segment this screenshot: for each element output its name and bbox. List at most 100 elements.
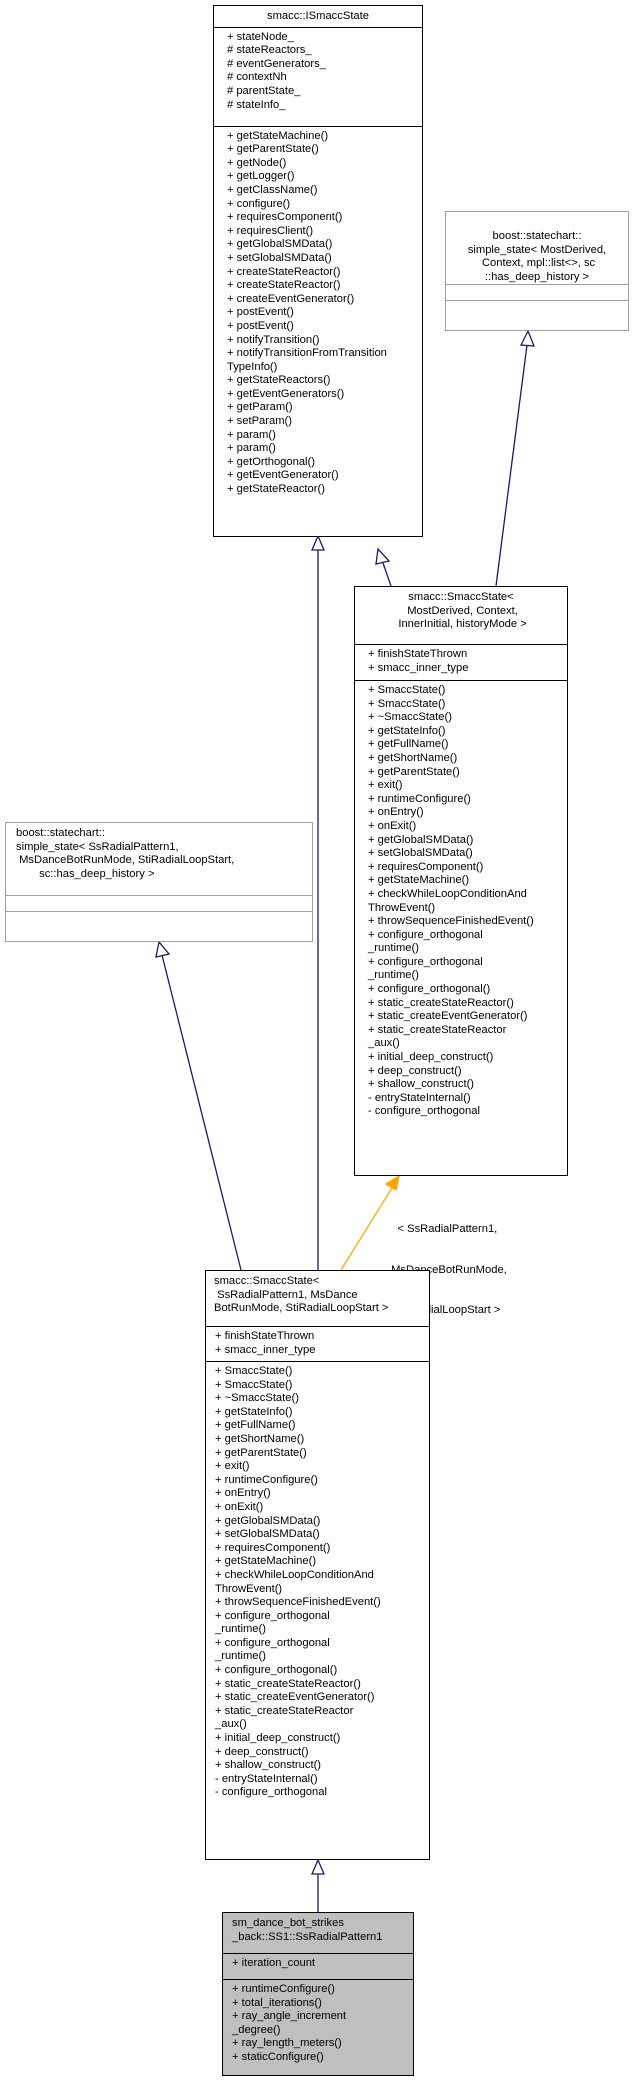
method: + onExit() xyxy=(368,819,417,832)
method: + getEventGenerator() xyxy=(227,469,339,482)
method: + requiresComponent() xyxy=(215,1541,331,1554)
template-arrowhead xyxy=(384,1174,400,1192)
method: + getStateMachine() xyxy=(368,874,470,887)
title-line: smacc::ISmaccState xyxy=(267,10,369,22)
class-simple-state-specific[interactable]: boost::statechart:: simple_state< SsRadi… xyxy=(5,822,313,942)
method: + getGlobalSMData() xyxy=(215,1514,321,1527)
attribute: + finishStateThrown xyxy=(215,1330,315,1342)
title-line: MsDanceBotRunMode, StiRadialLoopStart, xyxy=(16,854,235,867)
method: + SmaccState() xyxy=(215,1365,293,1377)
method: + static_createStateReactor() xyxy=(215,1677,361,1690)
method: + ~SmaccState() xyxy=(215,1392,299,1405)
method: - entryStateInternal() xyxy=(368,1091,471,1104)
method: + checkWhileLoopConditionAnd xyxy=(215,1568,374,1581)
method: TypeInfo() xyxy=(227,360,278,373)
method: _runtime() xyxy=(215,1623,266,1636)
class-ssradialpattern1[interactable]: sm_dance_bot_strikes _back::SS1::SsRadia… xyxy=(222,1912,414,2076)
method: + initial_deep_construct() xyxy=(215,1732,341,1745)
methods-section xyxy=(446,300,628,330)
method: + requiresComponent() xyxy=(227,211,343,224)
methods-section: + SmaccState() + SmaccState() + ~SmaccSt… xyxy=(206,1361,429,1803)
method: + configure() xyxy=(227,197,291,210)
attributes-section: + finishStateThrown + smacc_inner_type xyxy=(355,644,567,680)
method: + ray_length_meters() xyxy=(232,2037,342,2050)
label-line: < SsRadialPattern1, xyxy=(397,1223,498,1235)
method: + checkWhileLoopConditionAnd xyxy=(368,887,527,900)
attributes-section xyxy=(446,284,628,300)
method: + deep_construct() xyxy=(368,1064,462,1077)
attribute: + finishStateThrown xyxy=(368,648,468,660)
attribute: + iteration_count xyxy=(232,1957,316,1969)
method: + getEventGenerators() xyxy=(227,387,345,400)
method: + shallow_construct() xyxy=(368,1078,475,1091)
method: + ray_angle_increment xyxy=(232,2010,347,2023)
method: + configure_orthogonal() xyxy=(215,1664,338,1677)
inherit-arrowhead xyxy=(311,534,325,551)
class-simple-state-generic[interactable]: boost::statechart:: simple_state< MostDe… xyxy=(445,211,629,331)
title-line: BotRunMode, StiRadialLoopStart > xyxy=(214,1302,389,1315)
attributes-section: + stateNode_ # stateReactors_ # eventGen… xyxy=(214,26,422,126)
attribute: + smacc_inner_type xyxy=(368,661,469,674)
method: + getParentState() xyxy=(227,143,319,156)
title-line: InnerInitial, historyMode > xyxy=(395,618,527,631)
method: _aux() xyxy=(215,1718,247,1731)
method: + staticConfigure() xyxy=(232,2050,324,2063)
method: + throwSequenceFinishedEvent() xyxy=(215,1596,381,1609)
method: + setGlobalSMData() xyxy=(215,1528,320,1541)
method: + shallow_construct() xyxy=(215,1759,322,1772)
inherit-arrowhead xyxy=(155,940,171,958)
method: + getGlobalSMData() xyxy=(227,238,333,251)
method: + getParentState() xyxy=(368,765,460,778)
method: + getStateMachine() xyxy=(215,1555,317,1568)
class-smaccstate-template[interactable]: smacc::SmaccState< MostDerived, Context,… xyxy=(354,586,568,1176)
method: + getFullName() xyxy=(215,1419,296,1432)
method: + getShortName() xyxy=(215,1432,305,1445)
title-line: sm_dance_bot_strikes xyxy=(232,1917,344,1929)
inherit-edge-template-to-simplestate xyxy=(495,344,528,587)
method: + static_createEventGenerator() xyxy=(215,1691,375,1704)
method: + getStateReactors() xyxy=(227,374,331,387)
title-line: SsRadialPattern1, MsDance xyxy=(214,1288,358,1301)
method: + runtimeConfigure() xyxy=(368,792,471,805)
method: + setGlobalSMData() xyxy=(368,847,473,860)
title-line: MostDerived, Context, xyxy=(404,604,518,617)
method: + getClassName() xyxy=(227,183,318,196)
method: + createEventGenerator() xyxy=(227,292,355,305)
method: _aux() xyxy=(368,1037,400,1050)
method: + postEvent() xyxy=(227,306,294,319)
method: - configure_orthogonal xyxy=(215,1786,327,1799)
method: + total_iterations() xyxy=(232,1996,322,2009)
attribute: + stateNode_ xyxy=(227,30,294,43)
method: - entryStateInternal() xyxy=(215,1772,318,1785)
title-line: _back::SS1::SsRadialPattern1 xyxy=(232,1930,383,1943)
title-line: smacc::SmaccState< xyxy=(408,591,514,603)
title-line: simple_state< SsRadialPattern1, xyxy=(16,840,179,853)
class-title: smacc::ISmaccState xyxy=(214,6,422,27)
inherit-arrowhead xyxy=(311,1858,325,1875)
class-title: smacc::SmaccState< MostDerived, Context,… xyxy=(355,587,567,644)
method: + getParam() xyxy=(227,401,293,414)
method: ThrowEvent() xyxy=(215,1582,283,1595)
method: + setGlobalSMData() xyxy=(227,251,332,264)
method: + onExit() xyxy=(215,1500,264,1513)
method: + configure_orthogonal xyxy=(368,955,483,968)
method: + ~SmaccState() xyxy=(368,711,452,724)
method: + SmaccState() xyxy=(215,1378,293,1391)
method: + param() xyxy=(227,428,276,441)
class-ismaccstate[interactable]: smacc::ISmaccState + stateNode_ # stateR… xyxy=(213,5,423,537)
class-smaccstate-specific[interactable]: smacc::SmaccState< SsRadialPattern1, MsD… xyxy=(205,1270,430,1860)
methods-section: + getStateMachine() + getParentState() +… xyxy=(214,125,422,500)
title-line: simple_state< MostDerived, xyxy=(467,243,607,256)
attributes-section: + finishStateThrown + smacc_inner_type xyxy=(206,1326,429,1361)
inherit-arrowhead xyxy=(519,329,535,347)
method: _degree() xyxy=(232,2023,281,2036)
method: + configure_orthogonal xyxy=(215,1636,330,1649)
method: + notifyTransitionFromTransition xyxy=(227,347,387,360)
method: + setParam() xyxy=(227,415,292,428)
attribute: # contextNh xyxy=(227,71,287,84)
method: + SmaccState() xyxy=(368,697,446,710)
method: + static_createStateReactor xyxy=(368,1023,507,1036)
method: + getFullName() xyxy=(368,738,449,751)
title-line: ::has_deep_history > xyxy=(484,270,590,283)
method: + createStateReactor() xyxy=(227,279,341,292)
